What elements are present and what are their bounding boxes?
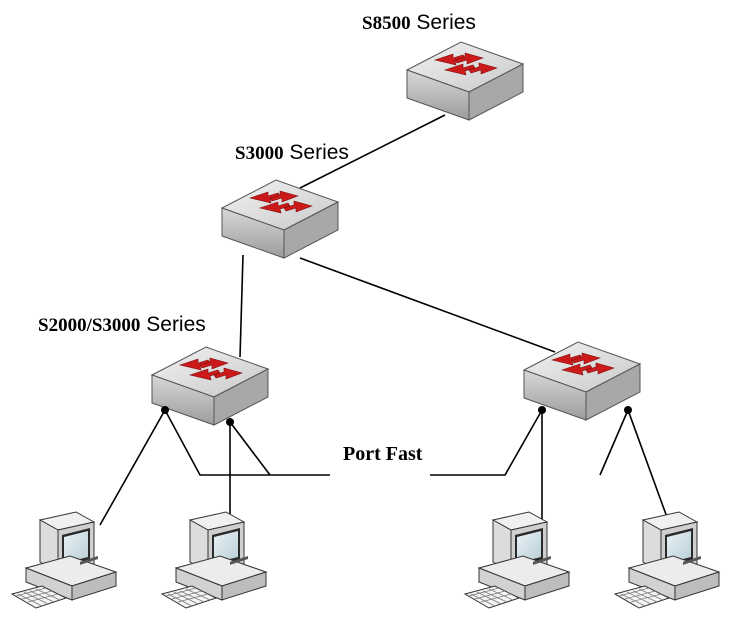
portfast-bracket-left-a bbox=[164, 409, 330, 476]
computer-icon bbox=[464, 511, 570, 609]
label-port-fast: Port Fast bbox=[343, 443, 423, 465]
link-right-pc4 bbox=[627, 409, 669, 521]
portfast-bracket-left-b bbox=[229, 421, 271, 476]
link-s3000-right bbox=[299, 257, 556, 353]
port-dots bbox=[161, 406, 632, 426]
switch-icon bbox=[221, 179, 339, 259]
label-s3000-series: S3000 Series bbox=[235, 141, 349, 164]
computer-icon bbox=[614, 511, 720, 609]
link-left-pc1 bbox=[99, 409, 166, 526]
links bbox=[99, 114, 669, 526]
portfast-bracket-right-a bbox=[430, 409, 543, 476]
computer-icon bbox=[11, 511, 117, 609]
computer-icon bbox=[161, 511, 267, 609]
label-s8500-series: S8500 Series bbox=[362, 11, 476, 34]
label-s2000-s3000-series: S2000/S3000 Series bbox=[38, 313, 206, 336]
link-s3000-left bbox=[239, 254, 244, 358]
switch-icon bbox=[406, 41, 524, 121]
link-s8500-s3000 bbox=[299, 114, 446, 189]
switch-icon bbox=[151, 346, 269, 426]
portfast-bracket-right-b bbox=[599, 409, 629, 476]
